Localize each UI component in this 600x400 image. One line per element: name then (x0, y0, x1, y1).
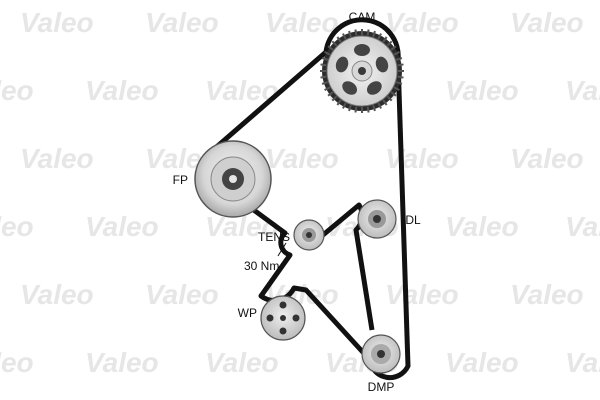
wp-pulley-hole (266, 314, 274, 322)
watermark-text: Valeo (445, 347, 519, 378)
wp-pulley-hole (279, 327, 287, 335)
watermark-text: Valeo (265, 7, 339, 38)
watermark-text: Valeo (20, 143, 94, 174)
idl-pulley (357, 199, 397, 239)
watermark-text: Valeo (565, 211, 600, 242)
watermark-text: Valeo (445, 211, 519, 242)
watermark-text: Valeo (205, 347, 279, 378)
cam-pulley-spoke-hole (375, 56, 389, 73)
fp-pulley (194, 140, 272, 218)
torque-label: 30 Nm (244, 259, 279, 273)
cam-pulley-spoke-hole (354, 44, 370, 56)
tens-label: TENS (258, 230, 290, 244)
watermark-text: Valeo (85, 347, 159, 378)
dmp-pulley (361, 334, 401, 374)
watermark-text: Valeo (0, 347, 34, 378)
cam-pulley (320, 29, 404, 113)
watermark-text: Valeo (265, 143, 339, 174)
wp-label: WP (238, 306, 257, 320)
watermark-text: Valeo (0, 211, 34, 242)
watermark-text: Valeo (0, 75, 34, 106)
watermark-text: Valeo (385, 279, 459, 310)
watermark-text: Valeo (565, 75, 600, 106)
dmp-label: DMP (368, 380, 395, 394)
cam-pulley-spoke-hole (335, 56, 349, 73)
watermark-text: Valeo (510, 279, 584, 310)
cam-label: CAM (349, 10, 376, 24)
cam-pulley-spoke-hole (342, 81, 358, 95)
dmp-pulley-bore (377, 350, 385, 358)
watermark-text: Valeo (385, 7, 459, 38)
watermark-text: Valeo (20, 7, 94, 38)
watermark-text: Valeo (510, 7, 584, 38)
fp-pulley-bore (229, 175, 237, 183)
wp-pulley-hole (292, 314, 300, 322)
fp-label: FP (173, 173, 188, 187)
watermark-text: Valeo (20, 279, 94, 310)
watermark-text: Valeo (145, 279, 219, 310)
cam-pulley-spoke-hole (366, 81, 382, 95)
tens-pulley (293, 219, 325, 251)
watermark-text: Valeo (145, 7, 219, 38)
watermark-text: Valeo (85, 75, 159, 106)
watermark-text: Valeo (445, 75, 519, 106)
watermark-text: Valeo (510, 143, 584, 174)
wp-pulley (260, 295, 306, 341)
cam-pulley-spokes (335, 44, 389, 95)
tens-pulley-bore (306, 232, 312, 238)
wp-pulley-hole (279, 301, 287, 309)
wp-pulley-bore (280, 315, 286, 321)
cam-pulley-tooth-ring (320, 29, 404, 113)
watermark-text: Valeo (565, 347, 600, 378)
watermark-text: Valeo (385, 143, 459, 174)
tens-leader-line (277, 242, 287, 257)
watermark-text: Valeo (85, 211, 159, 242)
idl-pulley-bore (373, 215, 381, 223)
idl-label: IDL (402, 213, 421, 227)
cam-pulley-bore (358, 67, 366, 75)
